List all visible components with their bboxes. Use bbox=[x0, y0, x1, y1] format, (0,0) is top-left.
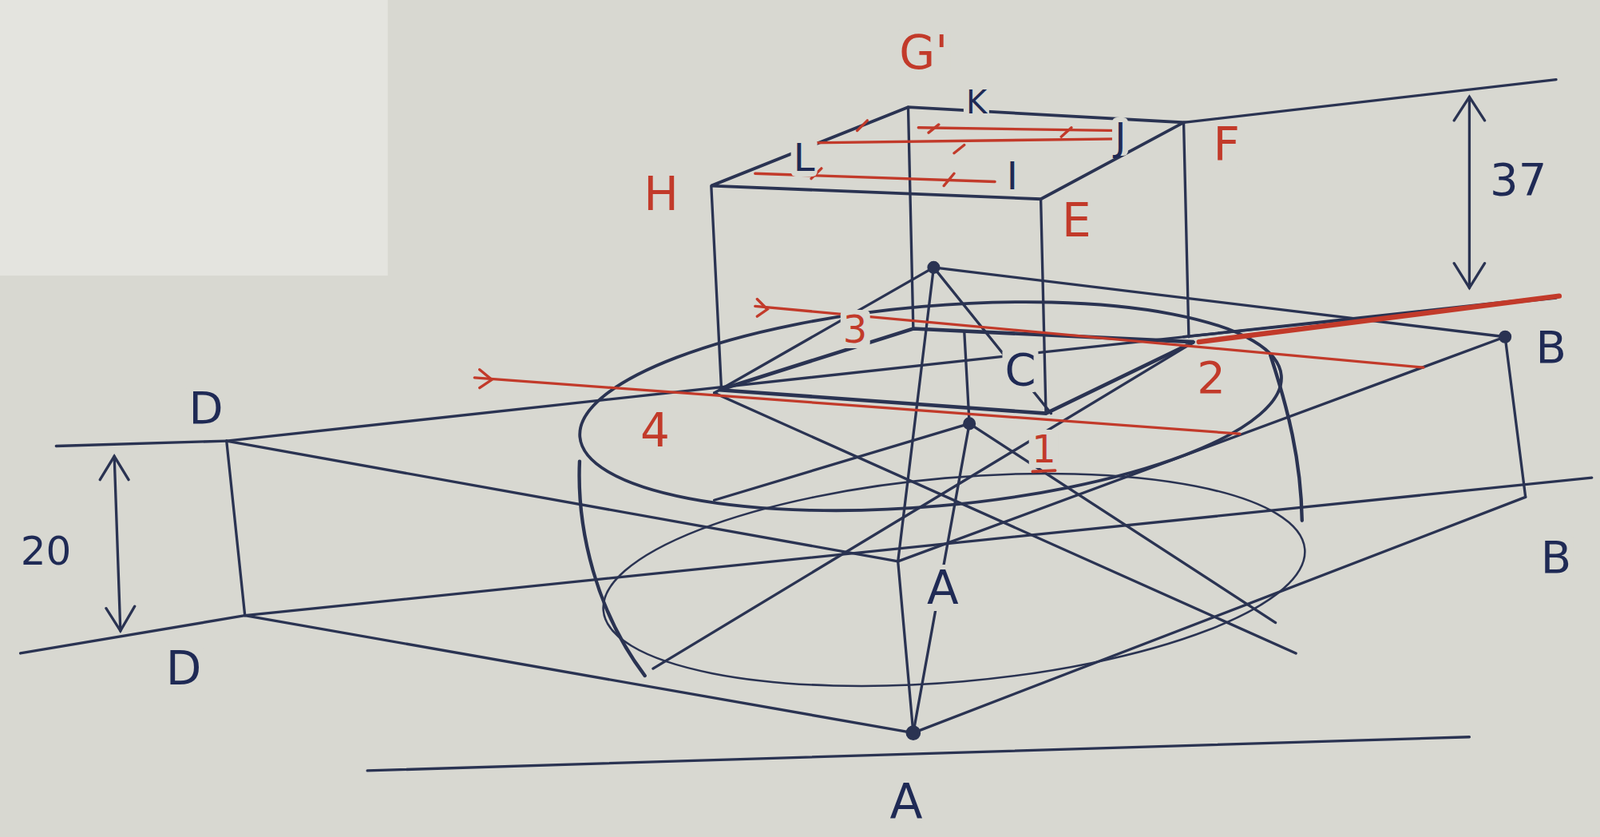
dimension-line bbox=[1468, 96, 1471, 288]
cylinder-side bbox=[579, 461, 646, 676]
point-label: H bbox=[641, 170, 682, 218]
cylinder-top bbox=[570, 275, 1290, 536]
cylinder-base bbox=[594, 447, 1315, 712]
box-edge bbox=[1184, 122, 1189, 337]
diagonal-line bbox=[913, 423, 970, 733]
construction-line bbox=[226, 296, 1560, 441]
point-label: 4 bbox=[637, 407, 673, 454]
point-label: I bbox=[1004, 156, 1021, 195]
point-label: K bbox=[963, 86, 990, 119]
box-edge bbox=[711, 186, 722, 391]
point-label: 1 bbox=[1029, 429, 1059, 468]
height-line bbox=[226, 440, 246, 616]
point-label: G' bbox=[896, 29, 951, 76]
point-dot bbox=[906, 726, 919, 739]
red-lines bbox=[474, 120, 1560, 472]
height-line bbox=[964, 331, 970, 424]
construction-line bbox=[55, 440, 226, 446]
point-dot bbox=[1500, 331, 1511, 342]
perspective-line bbox=[714, 267, 935, 393]
point-label: 2 bbox=[1194, 355, 1228, 400]
point-label: F bbox=[1211, 121, 1243, 168]
paper-patch bbox=[0, 0, 389, 276]
tick-mark bbox=[479, 298, 768, 388]
point-label: C bbox=[1001, 347, 1038, 393]
construction-line bbox=[474, 377, 1240, 434]
top-face-line bbox=[918, 127, 1123, 131]
point-label: A bbox=[887, 776, 925, 825]
cylinder-side bbox=[1270, 355, 1303, 521]
perspective-line bbox=[245, 615, 914, 733]
top-face-line bbox=[755, 173, 995, 182]
point-label: L bbox=[791, 138, 818, 177]
perspective-line bbox=[933, 267, 1051, 414]
dimension-line bbox=[114, 455, 121, 631]
point-label: E bbox=[1059, 197, 1094, 244]
construction-line bbox=[20, 615, 246, 654]
point-label: A bbox=[924, 564, 962, 611]
height-line bbox=[898, 561, 914, 733]
box-top bbox=[711, 106, 1185, 199]
box-edge bbox=[1041, 198, 1046, 413]
arrowhead bbox=[1453, 96, 1485, 288]
point-dot bbox=[964, 418, 975, 429]
height-line bbox=[1504, 336, 1526, 498]
point-label: J bbox=[1112, 117, 1129, 156]
construction-line bbox=[1199, 296, 1560, 343]
point-label: B bbox=[1538, 534, 1574, 580]
construction-line bbox=[245, 477, 1593, 616]
dimension-label: 37 bbox=[1487, 157, 1549, 202]
point-dot bbox=[928, 261, 939, 273]
underline bbox=[1032, 470, 1055, 472]
point-label: B bbox=[1532, 324, 1569, 370]
point-label: D bbox=[186, 385, 226, 431]
top-face-line bbox=[806, 138, 1118, 143]
construction-line bbox=[1184, 79, 1557, 123]
diagonal-line bbox=[969, 423, 1276, 622]
diagonal-line bbox=[714, 423, 971, 500]
arrowhead bbox=[99, 455, 135, 631]
perspective-line bbox=[913, 496, 1526, 733]
construction-line bbox=[755, 305, 1424, 368]
ground-line bbox=[367, 736, 1470, 771]
point-label: D bbox=[163, 645, 205, 692]
point-label: 3 bbox=[840, 309, 871, 349]
dimension-label: 20 bbox=[18, 530, 75, 571]
ink-lines bbox=[20, 79, 1593, 771]
tick-mark bbox=[811, 120, 1072, 187]
